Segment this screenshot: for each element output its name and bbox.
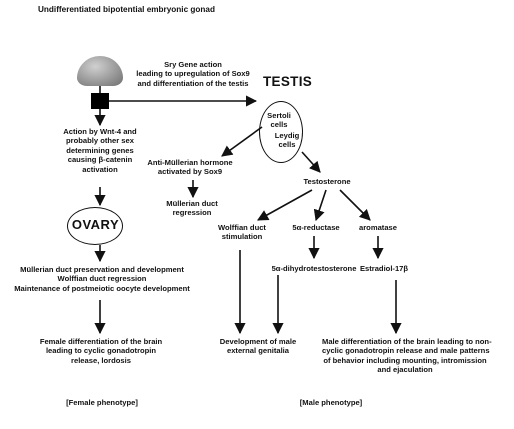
testis-oval — [259, 101, 303, 163]
arrow-leydig-to-testosterone — [301, 151, 321, 173]
testis-heading: TESTIS — [263, 74, 313, 89]
testosterone-label: Testosterone — [303, 177, 351, 186]
wolffian-stimulation-label: Wolffian duct stimulation — [218, 223, 266, 242]
amh-label: Anti-Müllerian hormone activated by Sox9 — [147, 158, 233, 177]
gonad-title: Undifferentiated bipotential embryonic g… — [38, 5, 215, 14]
estradiol-label: Estradiol-17β — [359, 264, 409, 273]
arrow-sertoli-to-amh — [221, 126, 263, 157]
arrow-testosterone-to-aromatase — [339, 189, 371, 221]
male-genitalia-label: Development of male external genitalia — [219, 337, 297, 356]
sertoli-cells-label: Sertoli cells — [267, 111, 291, 130]
female-brain-label: Female differentiation of the brain lead… — [39, 337, 163, 365]
aromatase-label: aromatase — [359, 223, 397, 232]
wnt4-action-label: Action by Wnt-4 and probably other sex d… — [63, 127, 137, 174]
ovary-oval — [67, 207, 123, 245]
mullerian-regression-label: Müllerian duct regression — [166, 199, 218, 218]
male-phenotype-label: [Male phenotype] — [299, 398, 363, 407]
reductase-label: 5α-reductase — [292, 223, 340, 232]
dht-label: 5α-dihydrotestosterone — [271, 264, 357, 273]
male-brain-label: Male differentiation of the brain leadin… — [322, 337, 492, 375]
female-phenotype-label: [Female phenotype] — [66, 398, 138, 407]
arrow-testosterone-to-reductase — [313, 189, 327, 222]
gonad-branch-marker — [91, 93, 109, 109]
leydig-cells-label: Leydig cells — [274, 131, 300, 150]
sry-action-label: Sry Gene action leading to upregulation … — [136, 60, 250, 88]
ovary-heading: OVARY — [71, 217, 120, 232]
gonad-icon — [77, 56, 123, 86]
arrow-testosterone-to-wolffian — [257, 189, 313, 221]
ovary-effects-label: Müllerian duct preservation and developm… — [14, 265, 190, 293]
